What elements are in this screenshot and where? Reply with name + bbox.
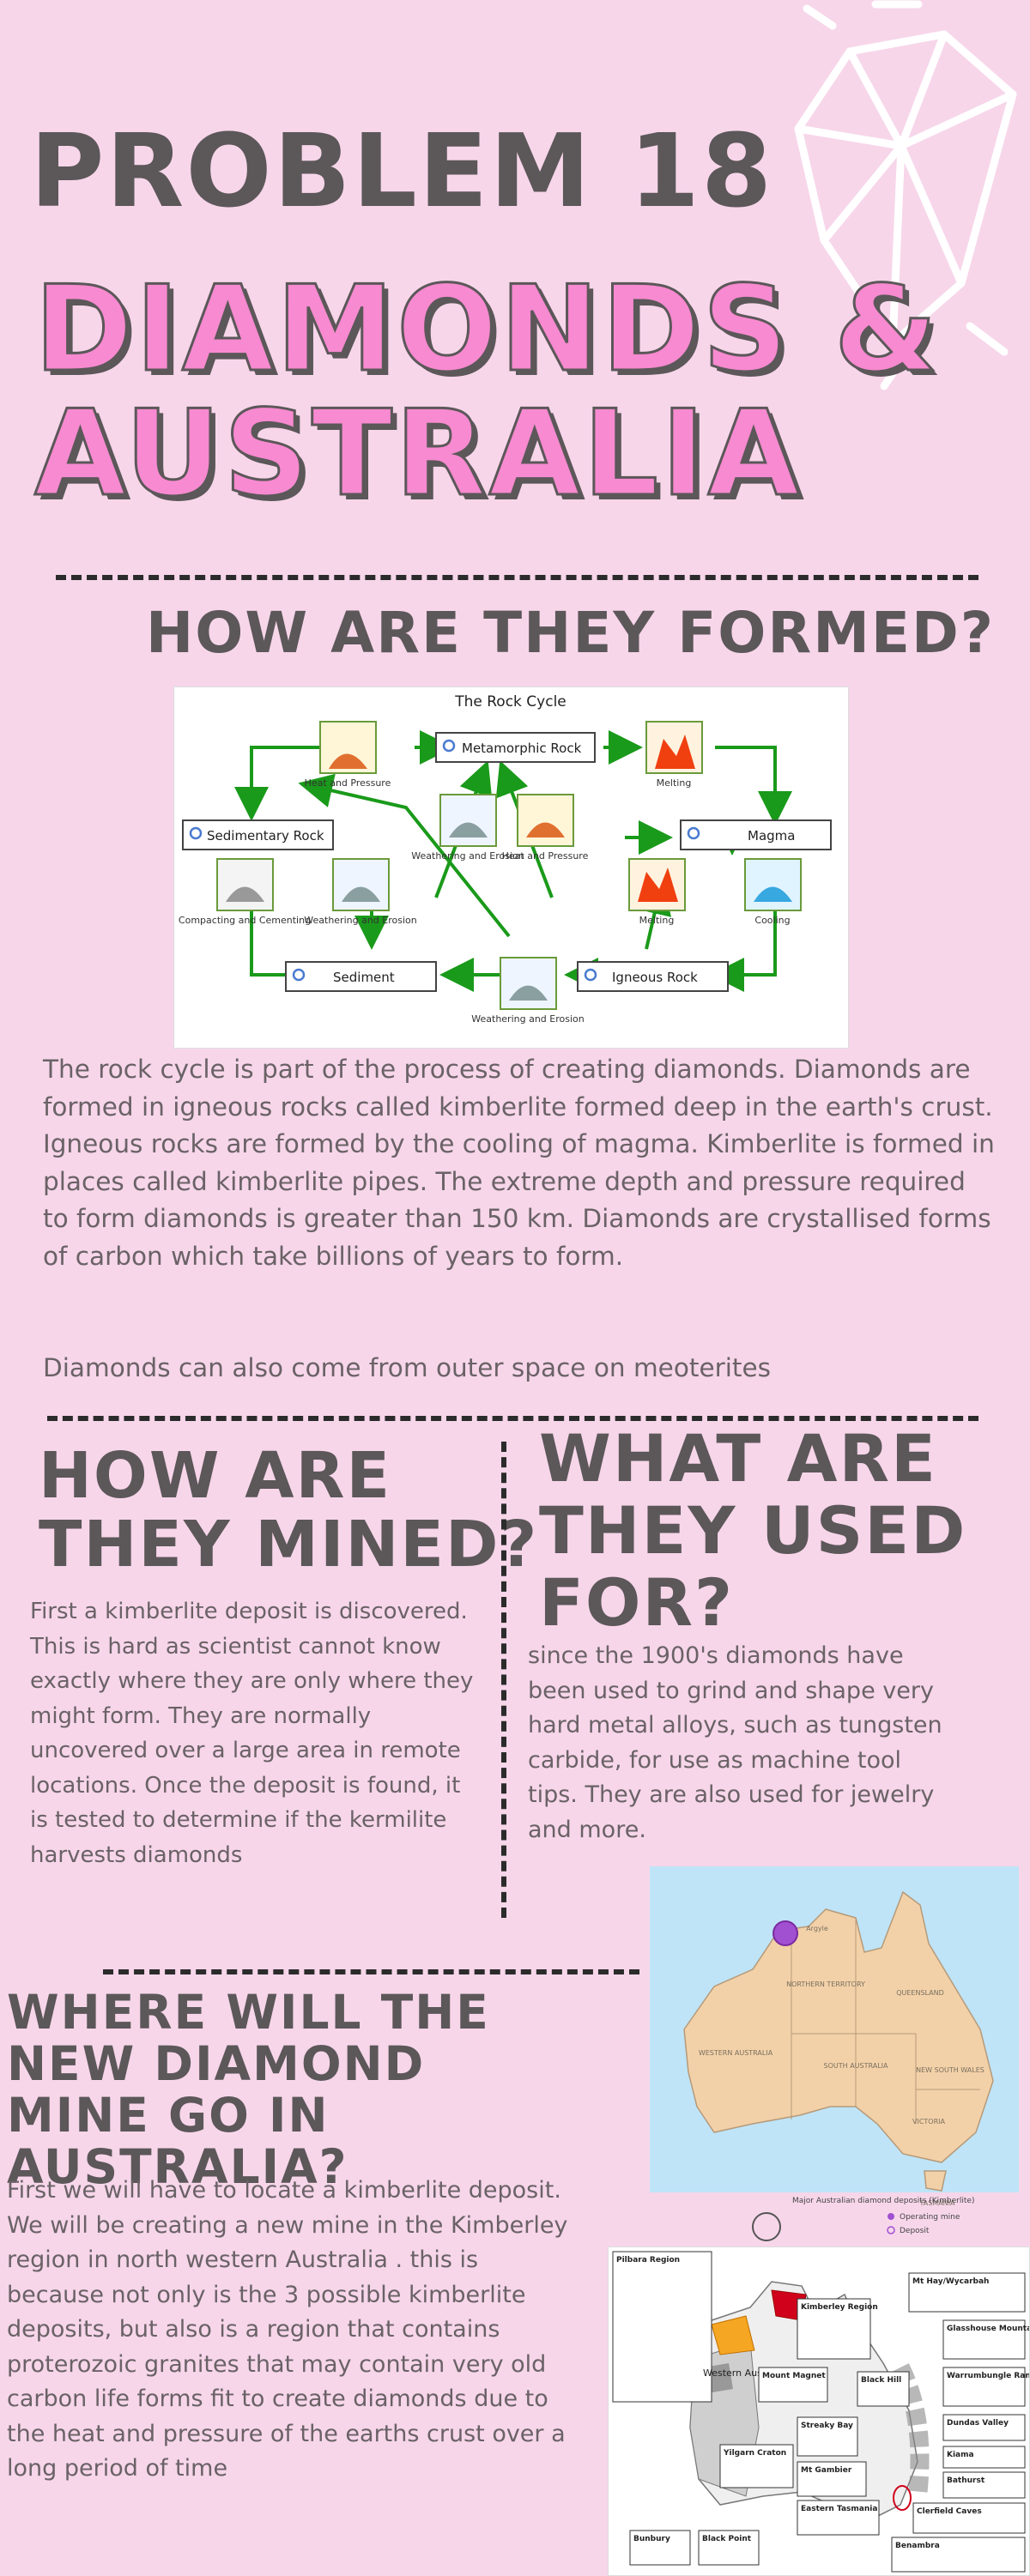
geology-map: Pilbara Region Kimberley Region Western … [608, 2246, 1030, 2576]
geo-yilgarn: Yilgarn Craton [723, 2449, 786, 2458]
map-legend: Major Australian diamond deposits (Kimbe… [741, 2192, 1024, 2244]
geo-glasshouse: Glasshouse Mountains [947, 2325, 1029, 2333]
used-heading-line-2: THEY USED [539, 1492, 967, 1569]
map-label-nt: NORTHERN TERRITORY [786, 1980, 865, 1988]
geo-kiama: Kiama [947, 2451, 974, 2459]
divider [103, 1969, 639, 1974]
geo-black-hill: Black Hill [861, 2376, 901, 2385]
used-heading-line-1: WHAT ARE [539, 1420, 937, 1497]
geo-black-point: Black Point [702, 2535, 752, 2543]
diagram-title: The Rock Cycle [454, 693, 566, 711]
title-line-1: DIAMONDS & [33, 260, 941, 398]
geo-dundas: Dundas Valley [947, 2419, 1009, 2428]
geo-benambra: Benambra [895, 2542, 940, 2550]
mined-heading-line-2: THEY MINED? [39, 1508, 539, 1581]
mined-paragraph: First a kimberlite deposit is discovered… [30, 1599, 474, 1868]
geo-bunbury: Bunbury [633, 2535, 670, 2543]
section-heading-mined: HOW ARE THEY MINED? [39, 1442, 538, 1579]
geo-pilbara: Pilbara Region [616, 2256, 680, 2265]
rock-cycle-svg: The Rock Cycle Metamorphic Rock [179, 693, 832, 1025]
map-label-wa: WESTERN AUSTRALIA [699, 2049, 773, 2057]
label-melting-1: Melting [657, 777, 692, 789]
geology-map-svg: Pilbara Region Kimberley Region Western … [609, 2247, 1029, 2575]
australia-diamond-map: Argyle NORTHERN TERRITORY WESTERN AUSTRA… [650, 1866, 1019, 2210]
rock-cycle-diagram: The Rock Cycle Metamorphic Rock [173, 686, 849, 1049]
geo-mt-gambier: Mt Gambier [801, 2466, 852, 2475]
box-igneous: Igneous Rock [612, 970, 698, 985]
map-label-argyle: Argyle [806, 1925, 828, 1932]
geo-clerfield: Clerfield Caves [917, 2507, 982, 2516]
geo-warrumbungle: Warrumbungle Ranges [947, 2372, 1029, 2380]
legend-operating-mine: Operating mine [900, 2213, 960, 2222]
geo-streaky-bay: Streaky Bay [801, 2422, 853, 2430]
legend-deposit: Deposit [900, 2227, 930, 2235]
map-label-vic: VICTORIA [912, 2118, 946, 2126]
label-cooling: Cooling [754, 915, 790, 926]
box-magma: Magma [748, 828, 795, 844]
title-line-2: AUSTRALIA [33, 384, 803, 523]
box-sedimentary: Sedimentary Rock [207, 828, 324, 844]
label-heat-pressure-1: Heat and Pressure [305, 777, 391, 789]
geo-mount-magnet: Mount Magnet [762, 2372, 826, 2380]
map-label-nsw: NEW SOUTH WALES [916, 2066, 985, 2074]
problem-number: PROBLEM 18 [30, 112, 774, 230]
label-weathering-2: Weathering and Erosion [304, 915, 416, 926]
used-heading-line-3: FOR? [539, 1564, 735, 1641]
map-label-sa: SOUTH AUSTRALIA [824, 2062, 888, 2070]
map-label-qld: QUEENSLAND [896, 1989, 944, 1997]
geo-bathurst: Bathurst [947, 2476, 985, 2485]
label-weathering-1: Weathering and Erosion [411, 850, 524, 862]
section-heading-new-mine: WHERE WILL THE NEW DIAMOND MINE GO IN AU… [7, 1985, 490, 2194]
divider [56, 575, 978, 580]
formed-paragraph: The rock cycle is part of the process of… [43, 1055, 995, 1271]
diamond-icon [794, 0, 1017, 390]
geo-eastern-tasmania: Eastern Tasmania [801, 2505, 877, 2513]
new-mine-paragraph: First we will have to locate a kimberlit… [7, 2177, 568, 2482]
section-heading-used: WHAT ARE THEY USED FOR? [539, 1423, 966, 1639]
formed-extra: Diamonds can also come from outer space … [43, 1353, 772, 1382]
label-compacting: Compacting and Cementing [179, 915, 311, 926]
label-heat-pressure-2: Heat and Pressure [502, 850, 589, 862]
mined-heading-line-1: HOW ARE [39, 1439, 392, 1513]
geo-mt-hay: Mt Hay/Wycarbah [912, 2277, 989, 2286]
divider-vertical [501, 1442, 506, 1918]
divider [47, 1416, 978, 1421]
legend-title: Major Australian diamond deposits (Kimbe… [792, 2197, 974, 2205]
australia-map-svg: Argyle NORTHERN TERRITORY WESTERN AUSTRA… [650, 1866, 1019, 2207]
map-label-tas: TASMANIA [918, 2199, 955, 2207]
geo-kimberley: Kimberley Region [801, 2303, 878, 2312]
label-melting-2: Melting [639, 915, 675, 926]
section-heading-formed: HOW ARE THEY FORMED? [146, 600, 996, 666]
box-metamorphic: Metamorphic Rock [462, 741, 582, 756]
box-sediment: Sediment [333, 970, 395, 985]
label-weathering-3: Weathering and Erosion [471, 1013, 584, 1025]
used-paragraph: since the 1900's diamonds have been used… [528, 1642, 942, 1843]
